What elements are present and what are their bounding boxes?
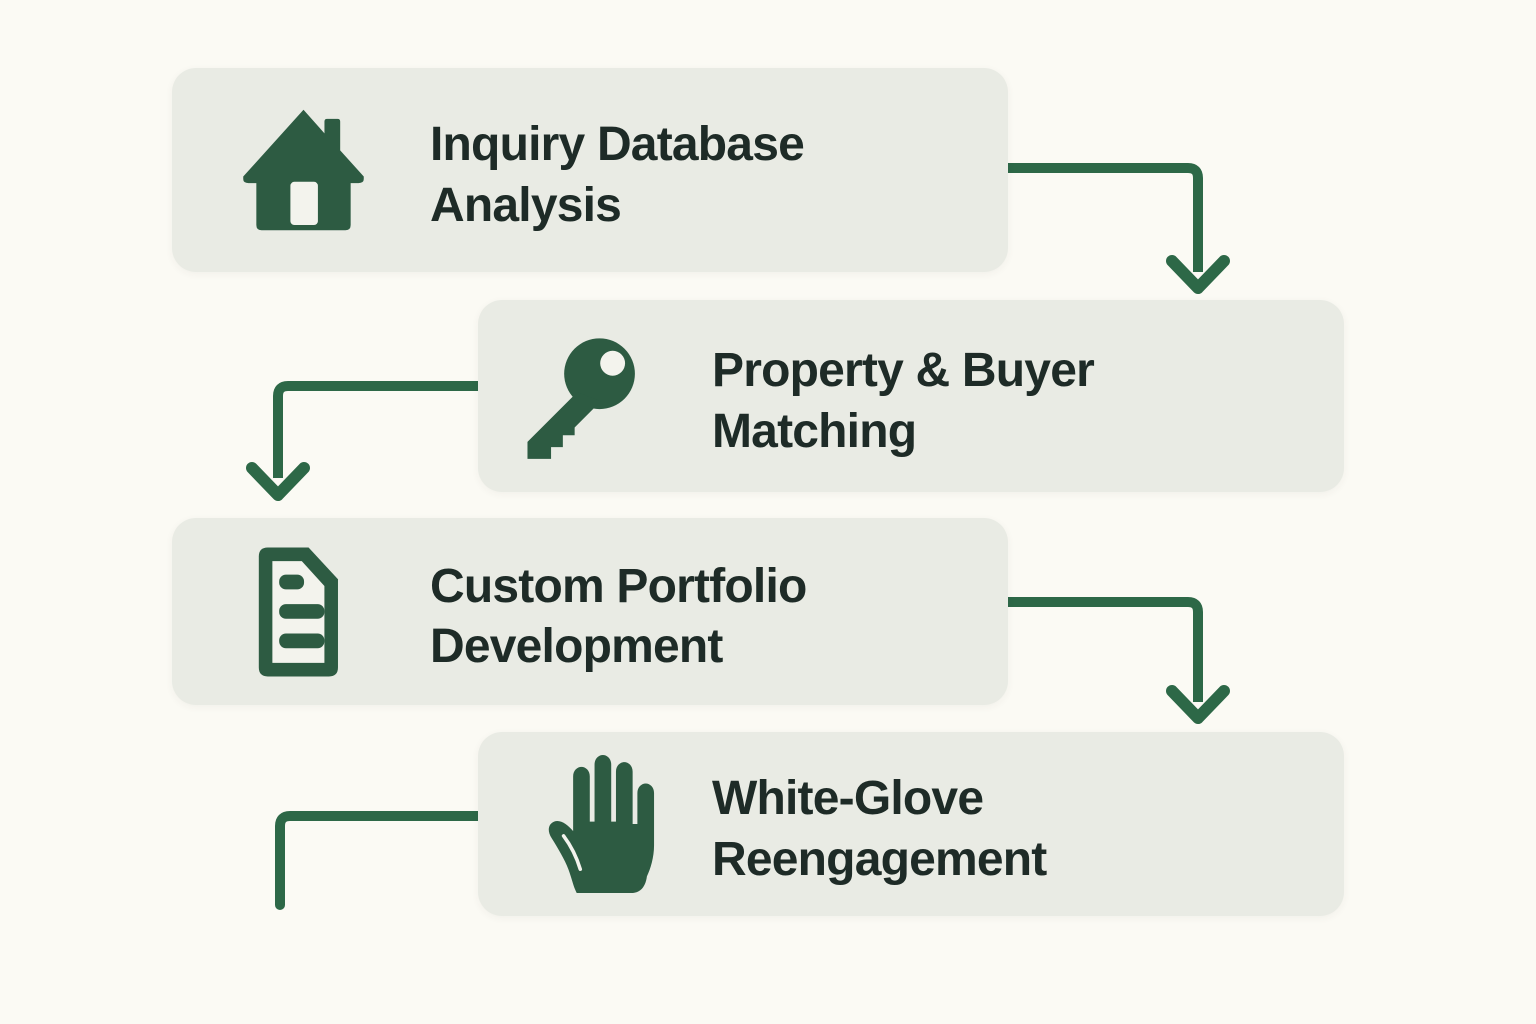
step-inquiry-database-analysis: Inquiry Database Analysis bbox=[172, 68, 1008, 272]
step-label: White-Glove Reengagement bbox=[712, 772, 1047, 886]
connector-step2-to-step3 bbox=[246, 381, 478, 501]
hand-icon bbox=[541, 753, 660, 896]
step-custom-portfolio-development: Custom Portfolio Development bbox=[172, 518, 1008, 705]
document-icon bbox=[238, 543, 352, 681]
step-label: Custom Portfolio Development bbox=[430, 559, 807, 674]
connector-step1-to-step2 bbox=[1008, 163, 1230, 294]
house-icon bbox=[237, 105, 370, 236]
step-label: Inquiry Database Analysis bbox=[430, 118, 805, 232]
connector-step3-to-step4 bbox=[1008, 597, 1230, 724]
connector-step4-out bbox=[275, 811, 483, 910]
key-icon bbox=[515, 331, 650, 462]
step-white-glove-reengagement: White-Glove Reengagement bbox=[478, 732, 1344, 916]
step-property-buyer-matching: Property & Buyer Matching bbox=[478, 300, 1344, 492]
step-label: Property & Buyer Matching bbox=[712, 344, 1095, 458]
